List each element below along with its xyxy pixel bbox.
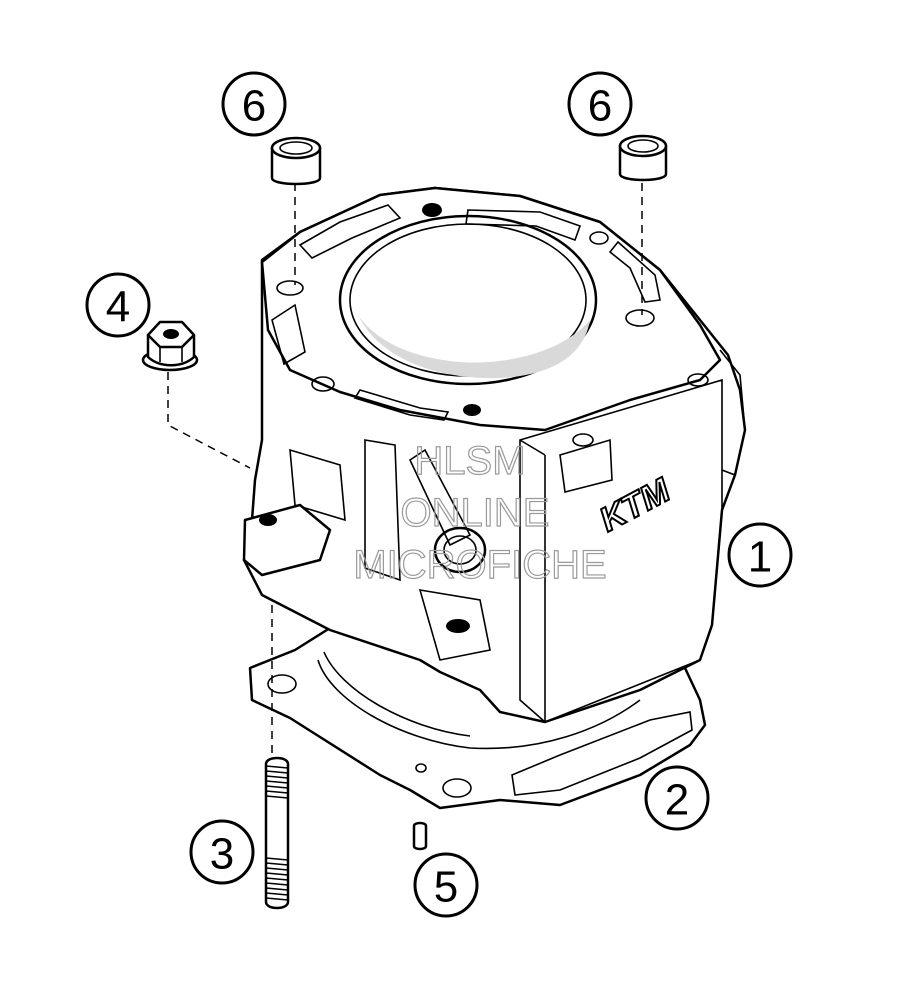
callout-2-label: 2 — [665, 776, 689, 825]
callout-2: 2 — [644, 765, 710, 831]
thread-line — [265, 867, 289, 871]
callout-6-right-label: 6 — [588, 82, 612, 131]
watermark-line-1: HLSM — [414, 439, 525, 483]
thread-line — [265, 897, 289, 901]
thread-line — [265, 892, 289, 896]
thread-line — [265, 882, 289, 886]
thread-line — [265, 785, 289, 789]
thread-line — [265, 877, 289, 881]
callout-4: 4 — [85, 272, 151, 338]
assembly-lines — [167, 183, 643, 760]
callout-3-label: 3 — [210, 830, 234, 879]
dowel-sleeve-right — [618, 134, 668, 182]
thread-line — [265, 790, 289, 794]
callout-6-left-label: 6 — [242, 82, 266, 131]
watermark-line-2: ONLINE — [401, 491, 550, 535]
callout-6-right: 6 — [567, 71, 633, 137]
thread-line — [265, 780, 289, 784]
callout-5-label: 5 — [434, 863, 458, 912]
callout-1: 1 — [727, 522, 793, 588]
callout-3: 3 — [189, 819, 255, 885]
dowel-pin — [412, 821, 428, 851]
thread-line — [265, 795, 289, 799]
thread-line — [265, 857, 289, 861]
watermark: HLSM ONLINE MICROFICHE — [353, 438, 608, 587]
watermark-line-3: MICROFICHE — [353, 543, 606, 587]
callout-5: 5 — [413, 852, 479, 918]
thread-line — [265, 872, 289, 876]
thread-line — [265, 887, 289, 891]
flange-nut — [141, 320, 199, 372]
callout-4-label: 4 — [106, 283, 130, 332]
thread-line — [265, 770, 289, 774]
callout-1-label: 1 — [748, 533, 772, 582]
dowel-sleeve-left — [270, 136, 322, 186]
callout-6-left: 6 — [221, 71, 287, 137]
thread-line — [265, 862, 289, 866]
stud-bolt — [264, 756, 290, 910]
thread-line — [265, 775, 289, 779]
cylinder: KTM — [242, 186, 747, 724]
thread-line — [265, 765, 289, 769]
